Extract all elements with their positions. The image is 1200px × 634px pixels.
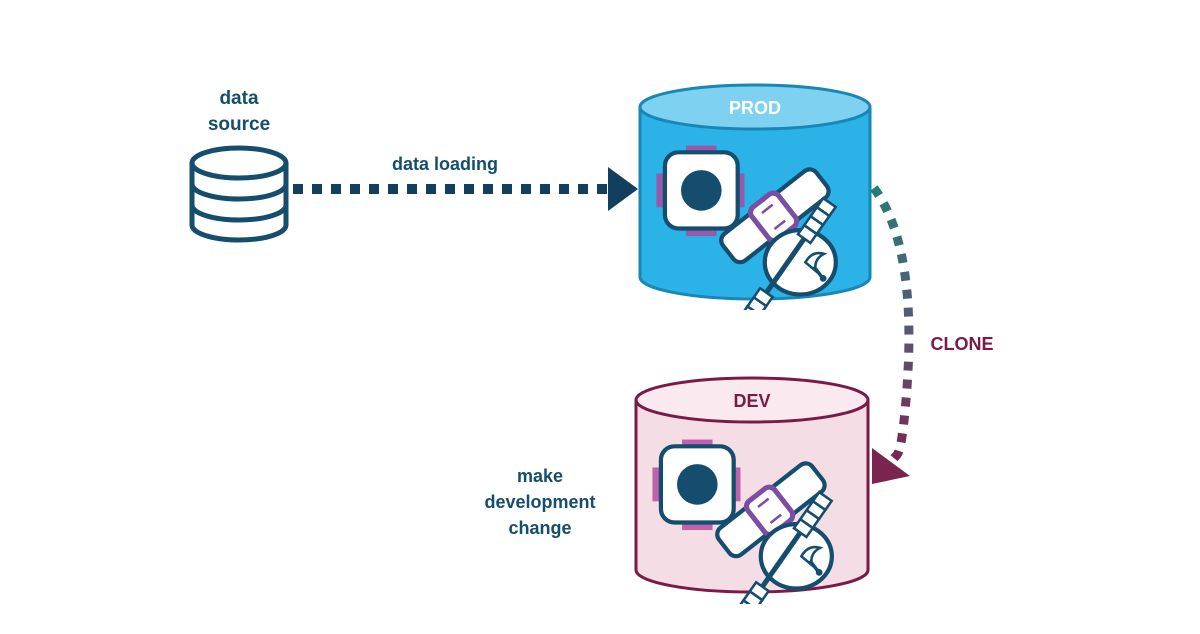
clone-edge: CLONE: [870, 185, 994, 484]
clone-dotted-line: [870, 185, 914, 464]
prod-database-node: PROD: [638, 83, 872, 333]
data-source-label-line1: data: [219, 88, 259, 109]
data-loading-arrowhead: [608, 167, 638, 211]
dev-note: make development change: [484, 466, 595, 538]
data-loading-edge: data loading: [293, 154, 638, 211]
dev-note-line1: make: [517, 466, 563, 486]
dev-note-line3: change: [508, 518, 571, 538]
clone-arrowhead: [872, 448, 910, 484]
dev-label: DEV: [733, 391, 770, 411]
data-source-node: data source: [189, 88, 289, 243]
data-source-label-line2: source: [208, 114, 270, 135]
data-loading-label: data loading: [392, 154, 498, 174]
clone-label: CLONE: [931, 334, 994, 354]
database-icon: [189, 145, 289, 243]
prod-label: PROD: [729, 98, 781, 118]
dev-note-line2: development: [484, 492, 595, 512]
dev-database-node: DEV: [634, 376, 870, 627]
